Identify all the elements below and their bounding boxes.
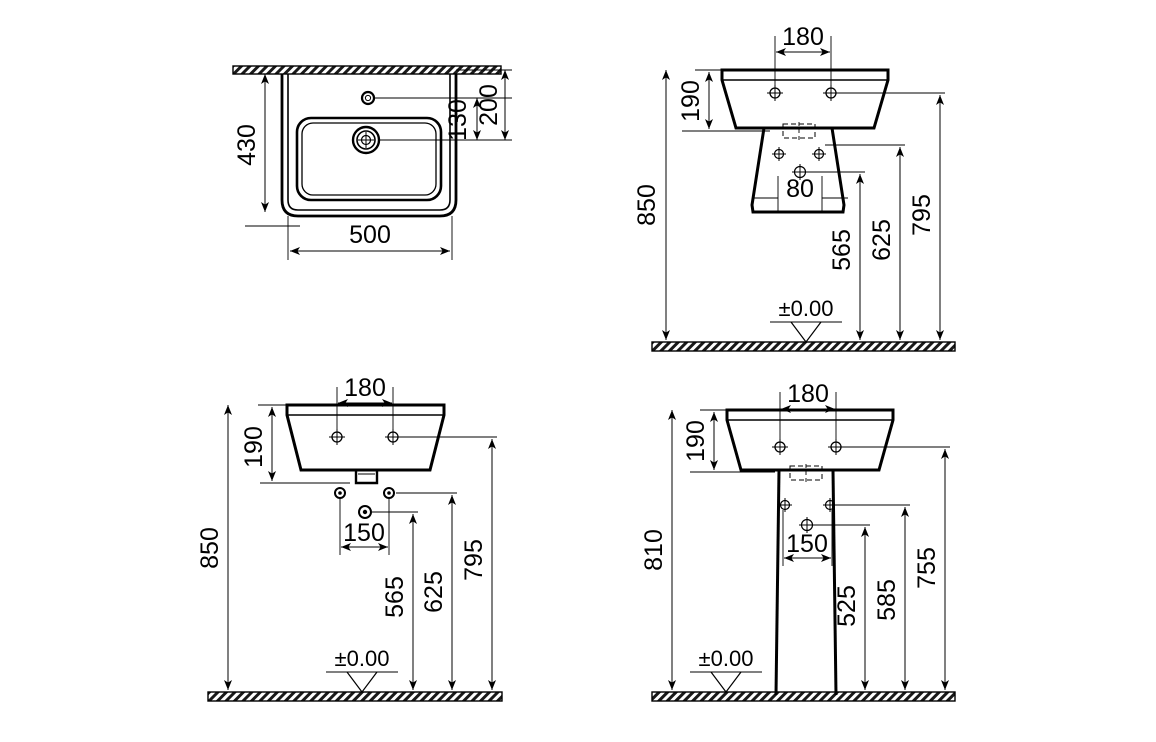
dimension-label-585-fp: 585: [873, 579, 901, 621]
dimension-755-fp: 755: [841, 446, 950, 690]
dimension-150-wh: 150: [339, 498, 390, 555]
dimension-190-hp: 190: [677, 69, 770, 132]
dimension-190-wh: 190: [240, 404, 350, 484]
dimension-80-hp: 80: [752, 175, 848, 212]
dimension-label-190-hp: 190: [677, 80, 705, 122]
waste-outlet-plan: [351, 125, 381, 155]
view-full-pedestal: 180 190 150 810 525: [640, 380, 956, 702]
dimension-label-525-fp: 525: [833, 585, 861, 627]
fixing-mark-left-hp: [772, 147, 786, 161]
dimension-label-795-wh: 795: [460, 539, 488, 581]
dimension-label-180-wh: 180: [344, 374, 386, 402]
dimension-label-80-hp: 80: [786, 175, 814, 203]
dimension-label-795-hp: 795: [908, 194, 936, 236]
dimension-label-150-fp: 150: [786, 530, 828, 558]
dimension-850-hp: 850: [633, 70, 670, 340]
basin-inner-bowl: [295, 116, 443, 202]
dimension-795-hp: 795: [836, 92, 945, 340]
basin-outer-outline: [280, 74, 458, 218]
floor-band-half-pedestal: [651, 341, 956, 352]
dimension-label-565-hp: 565: [828, 229, 856, 271]
dimension-130: 130: [444, 98, 481, 141]
dimension-190-fp: 190: [682, 409, 775, 473]
dimension-label-190-wh: 190: [240, 426, 268, 468]
fixing-mark-right-hp: [812, 147, 826, 161]
dimension-label-755-fp: 755: [913, 547, 941, 589]
dimension-label-180-fp: 180: [787, 380, 829, 408]
view-wall-hung: 180 190 150 850 565: [196, 374, 503, 702]
waste-stub-wall-hung: [354, 470, 379, 485]
dimension-565-wh: 565: [372, 511, 418, 690]
datum-label-wh: ±0.00: [335, 646, 390, 671]
dimension-label-150-wh: 150: [343, 519, 385, 547]
dimension-565-hp: 565: [806, 171, 865, 340]
dimension-label-810-fp: 810: [640, 529, 668, 571]
half-pedestal-shroud: [750, 122, 846, 214]
dimension-795-wh: 795: [399, 436, 497, 690]
dimension-200: 200: [475, 70, 509, 140]
dimension-label-625-hp: 625: [868, 219, 896, 261]
waste-mark-hp: [792, 164, 808, 180]
dimension-850-wh: 850: [196, 405, 232, 690]
dimension-500: 500: [287, 216, 453, 260]
floor-band-full-pedestal: [651, 691, 956, 702]
datum-label-hp: ±0.00: [779, 296, 834, 321]
fixing-mark-right-fp: [823, 498, 837, 512]
dimension-625-wh: 625: [396, 492, 457, 690]
basin-body-half-pedestal: [720, 68, 890, 130]
dimension-180-wh: 180: [336, 374, 394, 434]
dimension-625-hp: 625: [825, 144, 905, 340]
dimension-label-850-wh: 850: [196, 527, 224, 569]
dimension-label-625-wh: 625: [420, 571, 448, 613]
basin-body-wall-hung: [285, 403, 446, 472]
datum-marker-fp: ±0.00: [690, 646, 762, 693]
dimension-label-430: 430: [233, 124, 261, 166]
dimension-430: 430: [233, 74, 300, 227]
datum-marker-hp: ±0.00: [770, 296, 842, 343]
dimension-525-fp: 525: [813, 524, 870, 690]
view-top-plan: 130 200 430 500: [232, 65, 512, 260]
dimension-label-500: 500: [349, 221, 391, 249]
waste-mark-fp: [799, 517, 815, 533]
dimension-180-hp: 180: [774, 23, 832, 90]
dimension-150-fp: 150: [782, 510, 833, 566]
dimension-810-fp: 810: [640, 410, 676, 690]
floor-band-wall-hung: [207, 691, 503, 702]
fixing-mark-left-fp: [778, 498, 792, 512]
dimension-label-565-wh: 565: [381, 576, 409, 618]
dimension-label-180-hp: 180: [782, 23, 824, 51]
dimension-label-200: 200: [475, 84, 503, 126]
waste-hole-wh: [358, 505, 372, 519]
dimension-180-fp: 180: [779, 380, 837, 444]
dimension-585-fp: 585: [837, 504, 910, 690]
datum-marker-wh: ±0.00: [326, 646, 398, 693]
view-half-pedestal: 180 190 80 850 565: [633, 23, 956, 352]
dimension-label-130: 130: [444, 99, 472, 141]
dimension-label-190-fp: 190: [682, 420, 710, 462]
dimension-label-850-hp: 850: [633, 184, 661, 226]
basin-body-full-pedestal: [725, 408, 895, 472]
datum-label-fp: ±0.00: [699, 646, 754, 671]
